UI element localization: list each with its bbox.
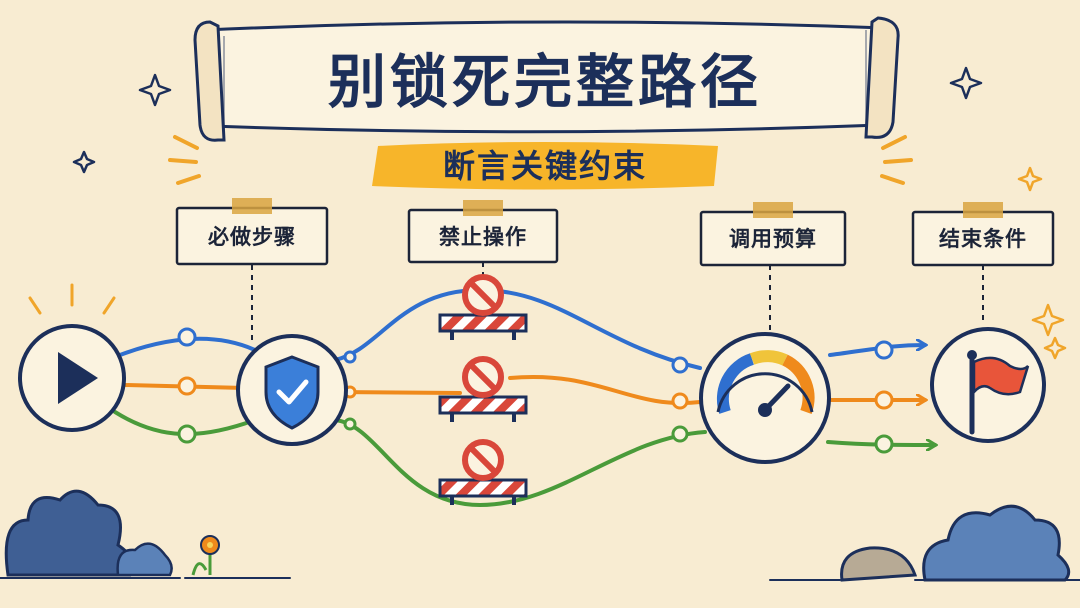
label-forbidden-ops: 禁止操作: [439, 225, 527, 249]
sparkle-icon: [72, 66, 983, 174]
label-card-forbidden-ops: 禁止操作: [407, 200, 559, 264]
barrier-blue-path: [438, 274, 528, 340]
emphasis-lines: [168, 135, 913, 185]
barrier-green-path: [438, 439, 528, 505]
label-call-budget: 调用预算: [729, 227, 817, 251]
must-steps-node: [236, 334, 348, 446]
sparkle-icon: [1017, 166, 1067, 360]
rock: [840, 546, 918, 582]
label-card-call-budget: 调用预算: [699, 202, 847, 267]
play-icon: [58, 352, 98, 404]
label-end-condition: 结束条件: [939, 227, 1027, 251]
page-title: 别锁死完整路径: [328, 48, 762, 116]
call-budget-node: [699, 332, 831, 464]
speedometer-icon: [716, 350, 815, 417]
label-card-must-steps: 必做步骤: [175, 198, 329, 266]
end-condition-node: [930, 327, 1046, 443]
subtitle-highlight: [372, 142, 718, 190]
ground-lines: [0, 577, 1080, 581]
title-banner: [193, 16, 900, 142]
barrier-orange-path: [438, 356, 528, 422]
bush-right: [922, 504, 1071, 582]
label-connectors: [251, 262, 984, 342]
flower-decoration: [191, 535, 220, 576]
subtitle: 断言关键约束: [443, 147, 647, 185]
label-must-steps: 必做步骤: [208, 225, 296, 249]
label-card-end-condition: 结束条件: [911, 202, 1055, 267]
shield-check-icon: [264, 355, 320, 430]
start-node: [18, 283, 126, 432]
bush-left: [4, 489, 173, 577]
flag-icon: [967, 350, 1030, 435]
